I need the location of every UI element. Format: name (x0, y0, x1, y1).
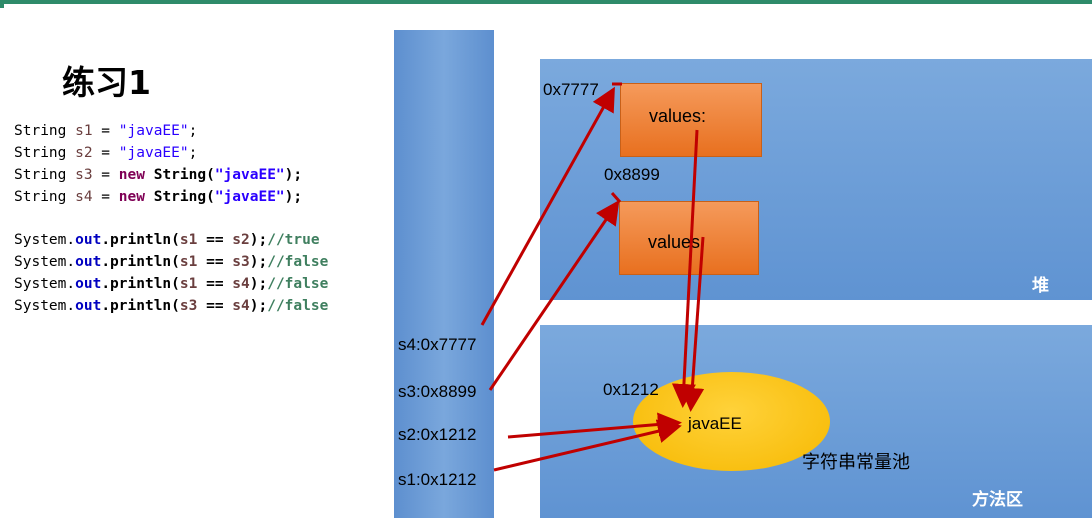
code-token: ); (249, 276, 268, 292)
pool-address: 0x1212 (603, 380, 659, 399)
code-block: String s1 = "javaEE";String s2 = "javaEE… (14, 120, 328, 317)
code-token: String (14, 189, 76, 205)
code-token: "javaEE" (118, 145, 189, 161)
stack-var-s2: s2:0x1212 (398, 425, 477, 444)
code-token: System. (14, 298, 76, 314)
code-token: "javaEE" (118, 123, 189, 139)
code-token: "javaEE" (214, 189, 285, 205)
code-token: .println( (101, 276, 180, 292)
code-token: new (118, 189, 145, 205)
code-line-6: System.out.println(s1 == s2);//true (14, 229, 328, 251)
code-token: new (118, 167, 145, 183)
stack-var-s3: s3:0x8899 (398, 382, 477, 401)
code-token: ; (188, 145, 198, 161)
code-line-1: String s1 = "javaEE"; (14, 120, 328, 142)
top-rule-corner (0, 0, 4, 8)
code-token: //false (267, 276, 329, 292)
code-token: = (92, 167, 119, 183)
code-token: out (75, 254, 102, 270)
code-token: System. (14, 276, 76, 292)
code-token: == (197, 232, 233, 248)
code-line-4: String s4 = new String("javaEE"); (14, 186, 328, 208)
code-token: String (14, 145, 76, 161)
code-token: System. (14, 254, 76, 270)
arrow-s3-to-0x8899 (488, 200, 620, 391)
stack-column (394, 30, 494, 518)
code-token: ); (284, 189, 303, 205)
code-token: s4 (232, 298, 250, 314)
code-token: out (75, 232, 102, 248)
code-line-8: System.out.println(s1 == s4);//false (14, 273, 328, 295)
code-token: s1 (179, 232, 198, 248)
code-token: s3 (179, 298, 198, 314)
code-token: == (197, 254, 233, 270)
arrow-s1-to-pool (493, 419, 682, 472)
heap-label: 堆 (1032, 276, 1049, 296)
code-token: String (14, 123, 76, 139)
code-token: ); (249, 254, 268, 270)
code-token: "javaEE" (214, 167, 285, 183)
code-token: String( (153, 167, 215, 183)
code-token: s4 (75, 189, 93, 205)
top-rule (0, 0, 1092, 4)
heap-object-2-address: 0x8899 (604, 165, 660, 184)
code-token: //false (267, 254, 329, 270)
code-token: ; (188, 123, 198, 139)
code-token: //true (267, 232, 320, 248)
code-token: String (14, 167, 76, 183)
heap-object-1: values: (620, 83, 762, 157)
code-token: String( (153, 189, 215, 205)
heap-object-1-address: 0x7777 (543, 80, 599, 99)
code-token: ); (284, 167, 303, 183)
code-token: ); (249, 232, 268, 248)
code-token: s2 (232, 232, 250, 248)
heap-object-1-content: values: (649, 106, 707, 126)
stack-var-s4: s4:0x7777 (398, 335, 477, 354)
code-line-7: System.out.println(s1 == s3);//false (14, 251, 328, 273)
code-token: //false (267, 298, 329, 314)
tick-0x8899 (610, 192, 622, 203)
code-line-9: System.out.println(s3 == s4);//false (14, 295, 328, 317)
code-token: == (197, 276, 233, 292)
arrow-s4-to-0x7777 (480, 86, 615, 326)
method-area-label: 方法区 (972, 490, 1023, 510)
arrow-obj1-to-pool (671, 129, 699, 408)
arrow-obj2-to-pool (680, 236, 705, 412)
code-line-3: String s3 = new String("javaEE"); (14, 164, 328, 186)
code-line-2: String s2 = "javaEE"; (14, 142, 328, 164)
code-token: .println( (101, 298, 180, 314)
code-token: s3 (75, 167, 93, 183)
code-token: out (75, 276, 102, 292)
code-token: = (92, 145, 119, 161)
code-token: out (75, 298, 102, 314)
code-token: s4 (232, 276, 250, 292)
code-token: .println( (101, 254, 180, 270)
stack-var-s1: s1:0x1212 (398, 470, 477, 489)
pool-value: javaEE (688, 414, 742, 433)
code-token: System. (14, 232, 76, 248)
code-token: s3 (232, 254, 250, 270)
code-token: s1 (179, 254, 198, 270)
code-token: = (92, 123, 119, 139)
code-token: s1 (75, 123, 93, 139)
pool-label: 字符串常量池 (802, 452, 910, 473)
code-token: ); (249, 298, 268, 314)
arrow-s2-to-pool (507, 412, 682, 439)
code-token: s2 (75, 145, 93, 161)
code-token: == (197, 298, 233, 314)
slide-title: 练习1 (62, 63, 151, 102)
code-token: .println( (101, 232, 180, 248)
code-token: = (92, 189, 119, 205)
code-token: s1 (179, 276, 198, 292)
